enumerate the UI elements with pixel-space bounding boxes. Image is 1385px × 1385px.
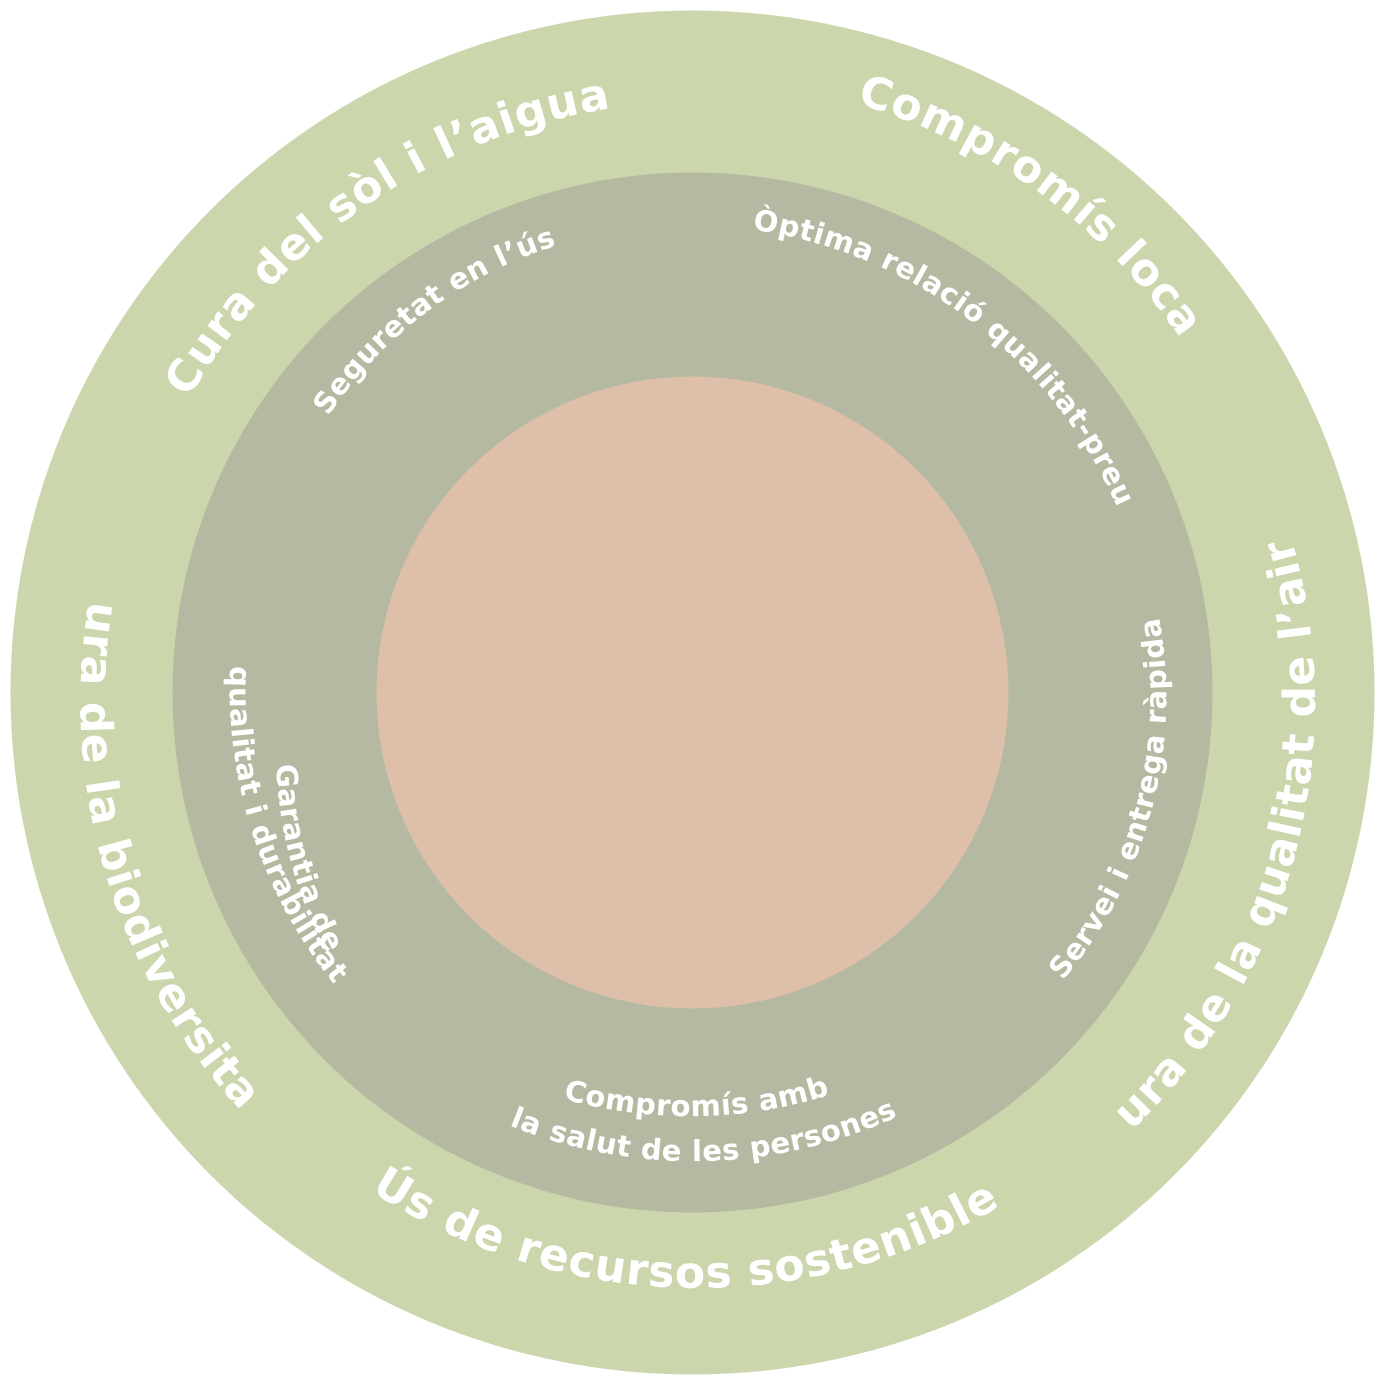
core-circle [376, 376, 1009, 1009]
